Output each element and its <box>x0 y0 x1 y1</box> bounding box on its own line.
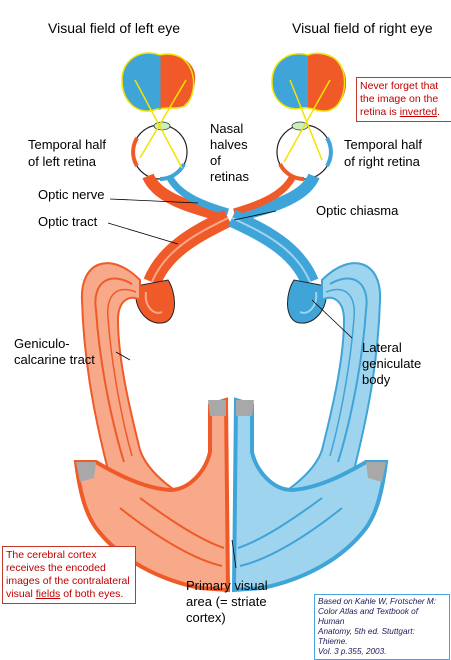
left-eye <box>131 79 188 181</box>
primary-visual-label-3: cortex) <box>186 610 226 625</box>
lateral-geniculate-label-1: Lateral <box>362 340 402 355</box>
note-text: retina is <box>360 106 400 118</box>
temporal-left-label-2: of left retina <box>28 154 96 169</box>
optic-nerve-label: Optic nerve <box>38 187 105 202</box>
note-line: receives the encoded <box>6 562 106 574</box>
note-line: Never forget that <box>360 80 439 92</box>
right-lateral-geniculate-body <box>287 279 328 324</box>
right-visual-field <box>271 52 347 112</box>
cerebral-cortex-note: The cerebral cortex receives the encoded… <box>2 546 136 604</box>
note-line: retina is inverted. <box>360 106 448 119</box>
primary-visual-label-2: area (= striate <box>186 594 267 609</box>
note-line: The cerebral cortex <box>6 549 97 561</box>
left-occipital-cortex <box>73 397 231 593</box>
citation-line: Vol. 3 p.355, 2003. <box>318 647 387 656</box>
right-eye <box>276 79 333 181</box>
optic-tracts <box>143 209 319 286</box>
geniculo-label-1: Geniculo- <box>14 336 70 351</box>
note-emphasis: inverted <box>399 106 438 118</box>
nasal-label-3: of <box>210 153 221 168</box>
note-text: visual <box>6 588 36 600</box>
temporal-left-label-1: Temporal half <box>28 137 107 152</box>
citation-line: Anatomy, 5th ed. Stuttgart: Thieme. <box>318 627 415 646</box>
geniculo-label-2: calcarine tract <box>14 352 95 367</box>
lateral-geniculate-label-3: body <box>362 372 391 387</box>
temporal-right-label-2: of right retina <box>344 154 420 169</box>
visual-pathway-diagram <box>73 52 389 593</box>
inverted-image-note: Never forget that the image on the retin… <box>356 77 451 122</box>
note-emphasis: fields <box>35 588 61 600</box>
citation-line: Color Atlas and Textbook of Human <box>318 607 418 626</box>
note-line: images of the contralateral <box>6 575 130 587</box>
nasal-label-2: halves <box>210 137 248 152</box>
note-line: visual fields of both eyes. <box>6 588 132 601</box>
citation-box: Based on Kahle W, Frotscher M: Color Atl… <box>314 594 450 660</box>
note-text: of both eyes. <box>60 588 124 600</box>
left-eye-title: Visual field of left eye <box>48 20 181 36</box>
nasal-label-4: retinas <box>210 169 250 184</box>
optic-tract-label: Optic tract <box>38 214 98 229</box>
note-text: . <box>437 106 440 118</box>
lateral-geniculate-label-2: geniculate <box>362 356 422 371</box>
right-occipital-cortex <box>231 397 389 593</box>
leader-lines <box>107 198 353 569</box>
temporal-right-label-1: Temporal half <box>344 137 423 152</box>
left-lateral-geniculate-body <box>134 279 175 324</box>
left-visual-field <box>121 52 196 112</box>
optic-chiasma-label: Optic chiasma <box>316 203 399 218</box>
note-line: the image on the <box>360 93 439 105</box>
citation-line: Based on Kahle W, Frotscher M: <box>318 597 437 606</box>
primary-visual-label-1: Primary visual <box>186 578 268 593</box>
right-eye-title: Visual field of right eye <box>292 20 433 36</box>
nasal-label-1: Nasal <box>210 121 244 136</box>
